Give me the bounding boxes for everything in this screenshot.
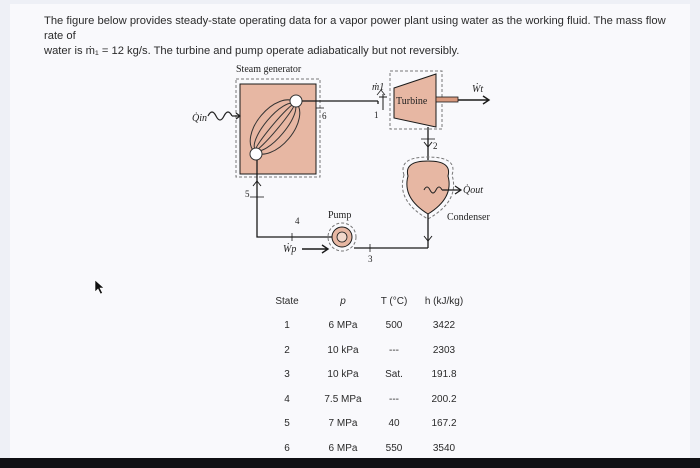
table-row: 3 10 kPa Sat. 191.8 (262, 363, 474, 388)
boiler-inlet-header (249, 147, 263, 161)
mouse-pointer-icon (94, 279, 105, 295)
condenser-boundary (402, 156, 454, 220)
boiler-outlet-header (289, 94, 303, 108)
heat-input-arrow (207, 111, 233, 121)
turbine-body (393, 73, 437, 128)
turbine-work-arrow (458, 95, 491, 105)
cell-state: 1 (284, 320, 290, 332)
cell-temperature: 500 (385, 320, 403, 332)
cell-temperature: --- (389, 393, 399, 405)
state-6-label: 6 (322, 111, 327, 121)
cell-temperature: 550 (385, 442, 403, 454)
heat-in-label: Q̇in (192, 112, 207, 124)
table-row: 2 10 kPa --- 2303 (262, 338, 474, 363)
header-temperature: T (°C) (380, 295, 408, 307)
pump-label: Pump (328, 210, 351, 221)
pump-boundary (327, 222, 357, 252)
table-row: 1 6 MPa 500 3422 (262, 314, 474, 339)
cell-state: 5 (284, 418, 290, 430)
table-row: 4 7.5 MPa --- 200.2 (262, 387, 474, 412)
mass-flow-label: ṁ1 (372, 82, 384, 93)
turbine-work-label: Ẇt (472, 83, 483, 95)
steam-generator-body (239, 83, 317, 175)
table-row: 6 6 MPa 550 3540 (262, 436, 474, 461)
steam-generator-boundary (235, 78, 321, 178)
problem-line-1: The figure below provides steady-state o… (44, 15, 666, 42)
state-3-label: 3 (368, 254, 373, 264)
cell-enthalpy: 3540 (432, 442, 456, 454)
cell-temperature: --- (389, 344, 399, 356)
heat-output-arrow (423, 186, 443, 194)
cell-enthalpy: 200.2 (431, 393, 457, 405)
screen-bottom-bar (0, 458, 700, 468)
cell-temperature: Sat. (385, 369, 403, 381)
turbine-shaft (435, 96, 459, 103)
pump-work-label: Ẇp (283, 243, 296, 255)
state-table: State p T (°C) h (kJ/kg) 1 6 MPa 500 342… (262, 289, 474, 461)
cell-enthalpy: 167.2 (431, 418, 457, 430)
cell-pressure: 6 MPa (328, 320, 358, 332)
state-4-label: 4 (295, 216, 300, 226)
table-header-row: State p T (°C) h (kJ/kg) (262, 289, 474, 314)
turbine-label: Turbine (396, 96, 428, 107)
heat-out-label: Q̇out (463, 184, 483, 196)
state-1-label: 1 (374, 110, 379, 120)
cell-temperature: 40 (388, 418, 400, 430)
cell-pressure: 7 MPa (328, 418, 358, 430)
cell-state: 3 (284, 369, 290, 381)
condenser-label: Condenser (447, 212, 490, 223)
cell-state: 6 (284, 442, 290, 454)
cell-pressure: 10 kPa (327, 369, 359, 381)
header-enthalpy: h (kJ/kg) (424, 295, 464, 307)
cell-enthalpy: 2303 (432, 344, 456, 356)
cell-pressure: 10 kPa (327, 344, 359, 356)
mass-flow-arrow (376, 89, 386, 96)
cell-enthalpy: 3422 (432, 320, 456, 332)
pump-work-arrow (302, 244, 330, 254)
cell-state: 4 (284, 393, 290, 405)
state-5-label: 5 (245, 189, 250, 199)
table-row: 5 7 MPa 40 167.2 (262, 412, 474, 437)
cell-state: 2 (284, 344, 290, 356)
steam-generator-label: Steam generator (236, 64, 302, 75)
state-2-label: 2 (433, 141, 438, 151)
cell-pressure: 6 MPa (328, 442, 358, 454)
header-pressure: p (340, 295, 346, 307)
problem-statement: The figure below provides steady-state o… (44, 14, 684, 59)
problem-line-2: water is ṁ₁ = 12 kg/s. The turbine and p… (44, 45, 460, 57)
cell-pressure: 7.5 MPa (324, 393, 362, 405)
header-state: State (275, 295, 299, 307)
pipe-pump-to-boiler (256, 160, 332, 238)
cell-enthalpy: 191.8 (431, 369, 457, 381)
